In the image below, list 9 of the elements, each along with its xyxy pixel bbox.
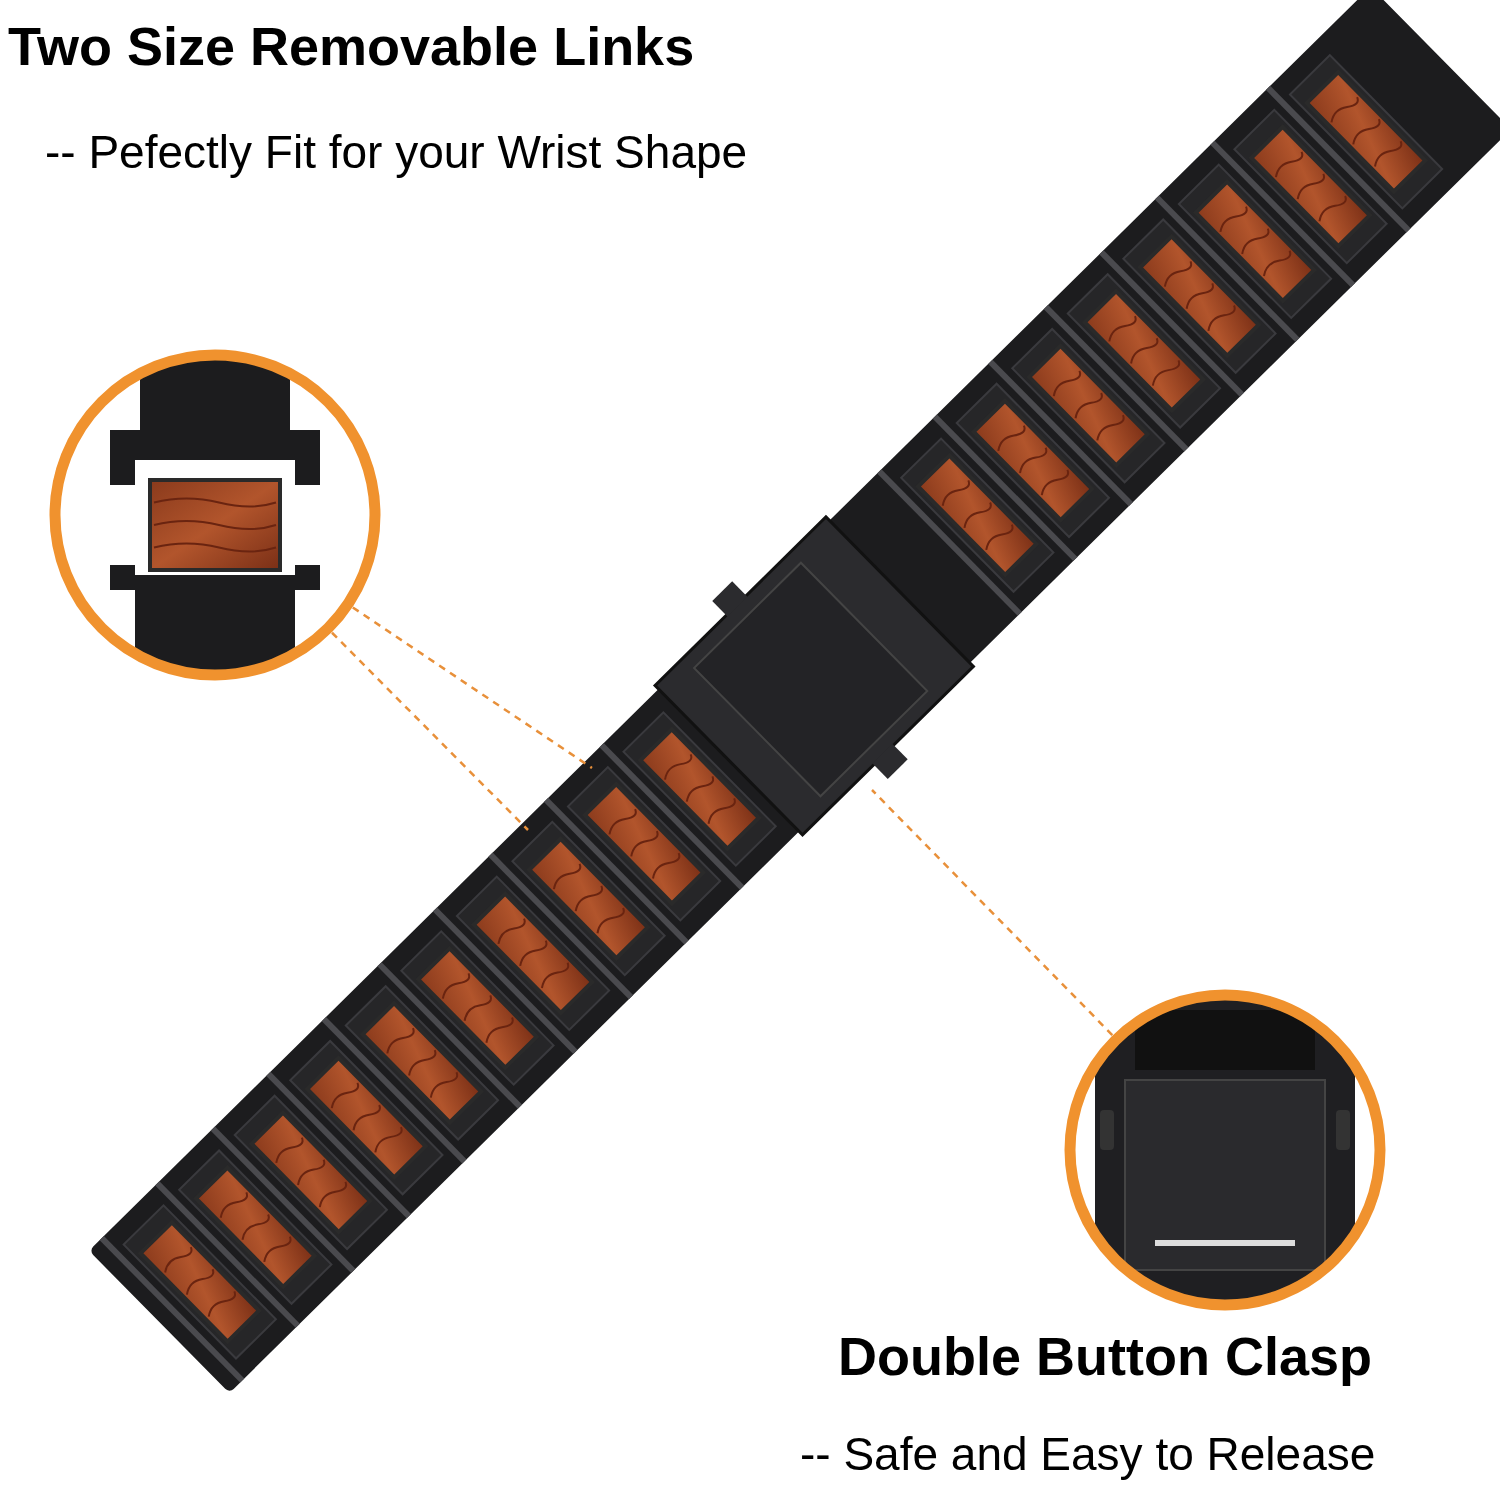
leader-line bbox=[352, 606, 593, 770]
leader-line bbox=[331, 631, 529, 831]
link-inset-drawing bbox=[49, 349, 381, 681]
heading: Two Size Removable Links bbox=[8, 15, 695, 77]
leader-line bbox=[871, 789, 1114, 1036]
subheading: -- Pefectly Fit for your Wrist Shape bbox=[45, 125, 748, 179]
heading: Double Button Clasp bbox=[838, 1325, 1372, 1387]
clasp-inset-drawing bbox=[1064, 989, 1386, 1311]
subheading: -- Safe and Easy to Release bbox=[800, 1427, 1376, 1481]
